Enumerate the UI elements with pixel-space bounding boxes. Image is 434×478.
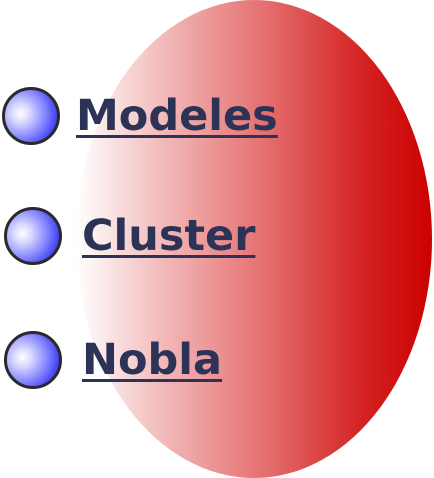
menu-item-cluster[interactable]: Cluster: [2, 203, 255, 269]
red-gradient-oval-background: [76, 0, 432, 478]
bullet-ball-icon: [2, 87, 60, 145]
menu-item-nobla[interactable]: Nobla: [2, 327, 222, 393]
bullet-ball-icon: [4, 331, 62, 389]
nobla-link[interactable]: Nobla: [82, 334, 223, 385]
bullet-ball-icon: [4, 207, 62, 265]
cluster-link[interactable]: Cluster: [82, 210, 256, 261]
modeles-link[interactable]: Modeles: [76, 90, 278, 141]
menu-item-modeles[interactable]: Modeles: [2, 83, 278, 149]
